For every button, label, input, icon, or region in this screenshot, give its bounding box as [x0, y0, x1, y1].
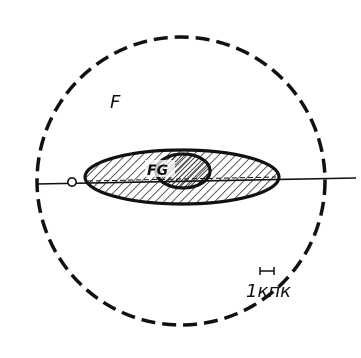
fg-label-backdrop [145, 160, 175, 177]
ellipse-dashed-axis [87, 176, 277, 182]
label-f: F [110, 92, 121, 113]
outer-boundary-circle [35, 35, 327, 327]
scale-bar [259, 267, 275, 275]
position-marker-circle [67, 177, 78, 188]
label-fg: FG [147, 163, 168, 179]
label-scale: 1кпк [246, 281, 291, 302]
